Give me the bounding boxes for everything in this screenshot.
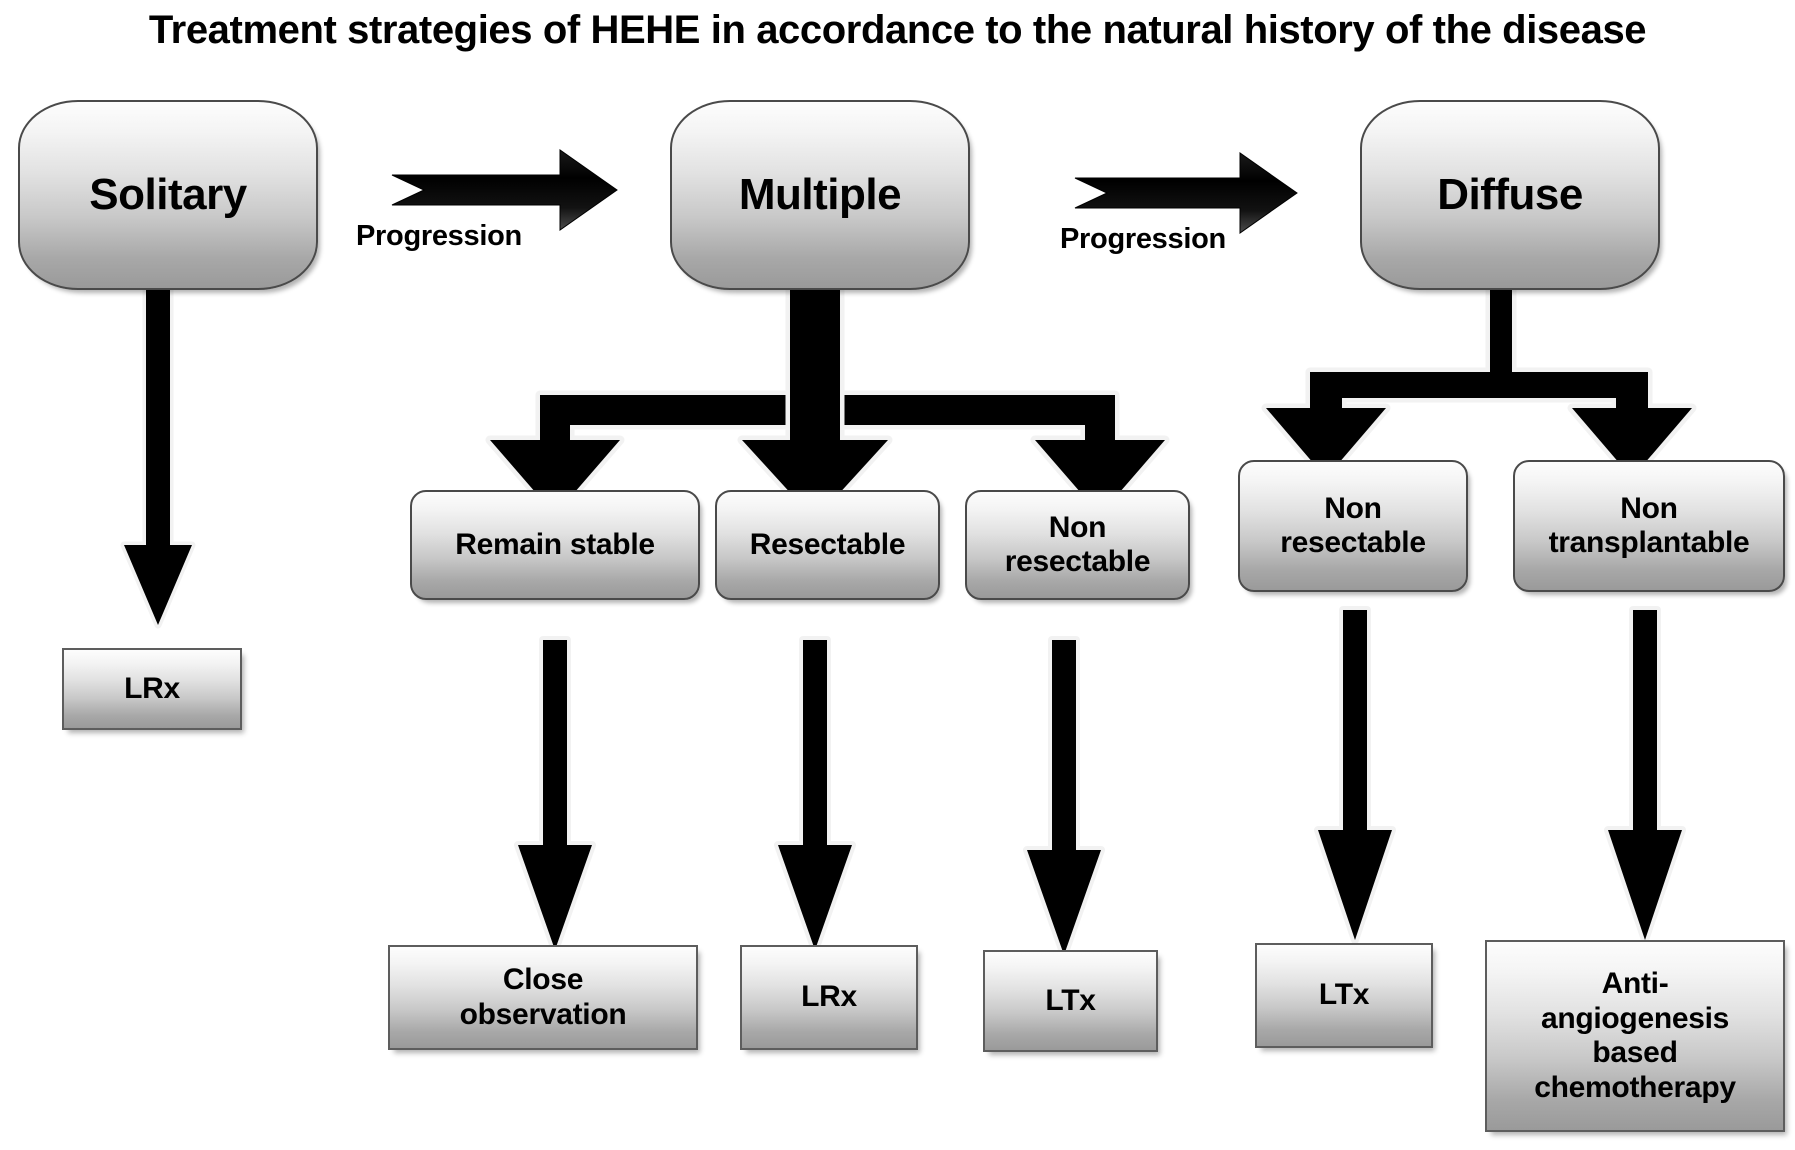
arrow-resectable-to-lrx	[774, 636, 856, 954]
line-2: angiogenesis	[1540, 1001, 1730, 1035]
line-2: resectable	[1280, 526, 1426, 559]
node-non-resectable-multiple[interactable]: Non resectable	[965, 490, 1190, 600]
line-1: Non	[1324, 492, 1382, 526]
node-diffuse-label: Diffuse	[1437, 170, 1583, 219]
line-1: Non	[1048, 511, 1107, 545]
node-solitary-label: Solitary	[89, 170, 247, 219]
arrow-non-transplantable-to-chemo	[1604, 606, 1686, 944]
node-diffuse[interactable]: Diffuse	[1360, 100, 1660, 290]
progression-label-2: Progression	[1060, 223, 1226, 255]
fork-diffuse	[1261, 275, 1697, 483]
arrow-remain-stable-to-close-observation	[514, 636, 596, 954]
node-multiple-label: Multiple	[738, 170, 902, 219]
box-ltx-diffuse-label: LTx	[1318, 978, 1370, 1012]
box-lrx-solitary[interactable]: LRx	[62, 648, 242, 730]
line-2: observation	[459, 997, 627, 1031]
node-resectable-label: Resectable	[749, 528, 906, 562]
line-3: based	[1592, 1036, 1678, 1069]
node-multiple[interactable]: Multiple	[670, 100, 970, 290]
progression-label-1: Progression	[356, 220, 522, 252]
box-lrx-solitary-label: LRx	[124, 671, 180, 705]
arrow-solitary-to-lrx	[120, 286, 196, 629]
node-remain-stable-label: Remain stable	[455, 528, 655, 562]
line-2: transplantable	[1548, 526, 1750, 559]
box-lrx-resectable-label: LRx	[801, 980, 857, 1014]
fork-multiple	[485, 275, 1170, 525]
node-non-resectable-diffuse-label: Non resectable	[1280, 492, 1426, 559]
progression-arrow-1	[391, 149, 618, 231]
page-title: Treatment strategies of HEHE in accordan…	[148, 8, 1647, 52]
node-resectable[interactable]: Resectable	[715, 490, 940, 600]
box-close-observation[interactable]: Close observation	[388, 945, 698, 1050]
arrow-non-resectable-diffuse-to-ltx	[1314, 606, 1396, 944]
node-remain-stable[interactable]: Remain stable	[410, 490, 700, 600]
box-lrx-resectable[interactable]: LRx	[740, 945, 918, 1050]
box-anti-angiogenesis-label: Anti- angiogenesis based chemotherapy	[1534, 967, 1736, 1105]
arrow-non-resectable-to-ltx	[1023, 636, 1105, 959]
node-non-transplantable[interactable]: Non transplantable	[1513, 460, 1785, 592]
line-1: Non	[1620, 492, 1678, 526]
node-non-transplantable-label: Non transplantable	[1549, 492, 1750, 559]
line-2: resectable	[1004, 545, 1151, 578]
progression-arrow-2	[1074, 152, 1298, 234]
line-1: Close	[502, 963, 584, 996]
box-ltx-multiple[interactable]: LTx	[983, 950, 1158, 1052]
node-solitary[interactable]: Solitary	[18, 100, 318, 290]
node-non-resectable-diffuse[interactable]: Non resectable	[1238, 460, 1468, 592]
box-anti-angiogenesis[interactable]: Anti- angiogenesis based chemotherapy	[1485, 940, 1785, 1132]
line-4: chemotherapy	[1534, 1070, 1736, 1104]
box-ltx-diffuse[interactable]: LTx	[1255, 943, 1433, 1048]
node-non-resectable-multiple-label: Non resectable	[1004, 511, 1151, 578]
line-1: Anti-	[1601, 967, 1669, 1000]
box-close-observation-label: Close observation	[460, 963, 627, 1032]
box-ltx-multiple-label: LTx	[1045, 983, 1096, 1017]
